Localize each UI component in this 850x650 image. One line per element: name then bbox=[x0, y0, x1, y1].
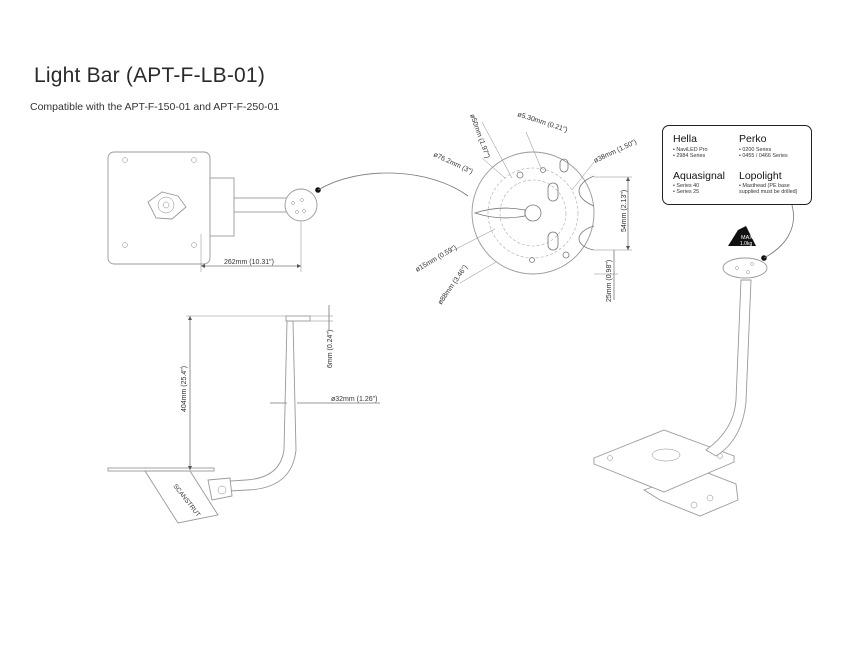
dim-h25: 25mm (0.98") bbox=[606, 260, 613, 302]
dim-d50: ø50mm (1.97") bbox=[468, 113, 490, 159]
persp-arm bbox=[705, 279, 752, 457]
brand-perko: Perko bbox=[739, 133, 767, 145]
perko-item-2: • 0455 / 0466 Series bbox=[739, 153, 788, 159]
dim-262: 262mm (10.31") bbox=[224, 259, 274, 266]
rail-bracket bbox=[144, 470, 219, 524]
compatibility-card: Hella • NaviLED Pro • 2984 Series Perko … bbox=[662, 125, 812, 205]
side-arm bbox=[229, 320, 297, 492]
weight-badge bbox=[728, 226, 756, 246]
perspective-view: MAX 1.0kg bbox=[592, 204, 794, 517]
hella-item-1: • NaviLED Pro bbox=[673, 147, 708, 153]
plan-view: 262mm (10.31") bbox=[107, 151, 469, 272]
lopolight-item-2: supplied must be drilled) bbox=[739, 189, 798, 195]
swivel-clamp bbox=[147, 191, 187, 220]
side-platform bbox=[285, 315, 311, 322]
lopolight-item-1: • Masthead (PE base bbox=[739, 183, 790, 189]
brand-hella: Hella bbox=[673, 133, 697, 145]
persp-platform bbox=[722, 257, 768, 279]
dim-d32: ø32mm (1.26") bbox=[331, 396, 377, 403]
side-clamp bbox=[207, 477, 233, 501]
platform-detail: ø5.30mm (0.21") ø50mm (1.97") ø76.2mm (3… bbox=[415, 111, 638, 306]
dim-d15: ø15mm (0.59") bbox=[415, 244, 459, 273]
page-title: Light Bar (APT-F-LB-01) bbox=[34, 64, 266, 87]
aquasignal-item-2: • Series 25 bbox=[673, 189, 700, 195]
keyhole-slot bbox=[473, 207, 526, 219]
aquasignal-item-1: • Series 40 bbox=[673, 183, 700, 189]
badge-weight: 1.0kg bbox=[740, 241, 752, 247]
side-view: 6mm (0.24") SCANSTRUT 404mm (25.4") ø32m… bbox=[107, 305, 380, 524]
light-platform bbox=[284, 188, 318, 222]
badge-max: MAX bbox=[741, 235, 753, 241]
brand-aquasignal: Aquasignal bbox=[673, 170, 725, 182]
hella-item-2: • 2984 Series bbox=[673, 153, 706, 159]
page-subtitle: Compatible with the APT-F-150-01 and APT… bbox=[30, 101, 280, 113]
dim-d88: ø88mm (3.46") bbox=[437, 264, 469, 306]
dim-d38: ø38mm (1.50") bbox=[593, 139, 638, 165]
dim-h54: 54mm (2.13") bbox=[621, 190, 628, 232]
dim-d530: ø5.30mm (0.21") bbox=[516, 111, 568, 134]
callout-line bbox=[317, 172, 469, 197]
dim-h6: 6mm (0.24") bbox=[327, 330, 334, 368]
perko-item-1: • 0200 Series bbox=[739, 147, 772, 153]
card-callout-line bbox=[763, 204, 794, 259]
dim-d762: ø76.2mm (3") bbox=[432, 151, 474, 175]
platform-disc bbox=[471, 151, 595, 275]
dim-h404: 404mm (25.4") bbox=[181, 366, 188, 412]
brand-lopolight: Lopolight bbox=[739, 170, 782, 182]
